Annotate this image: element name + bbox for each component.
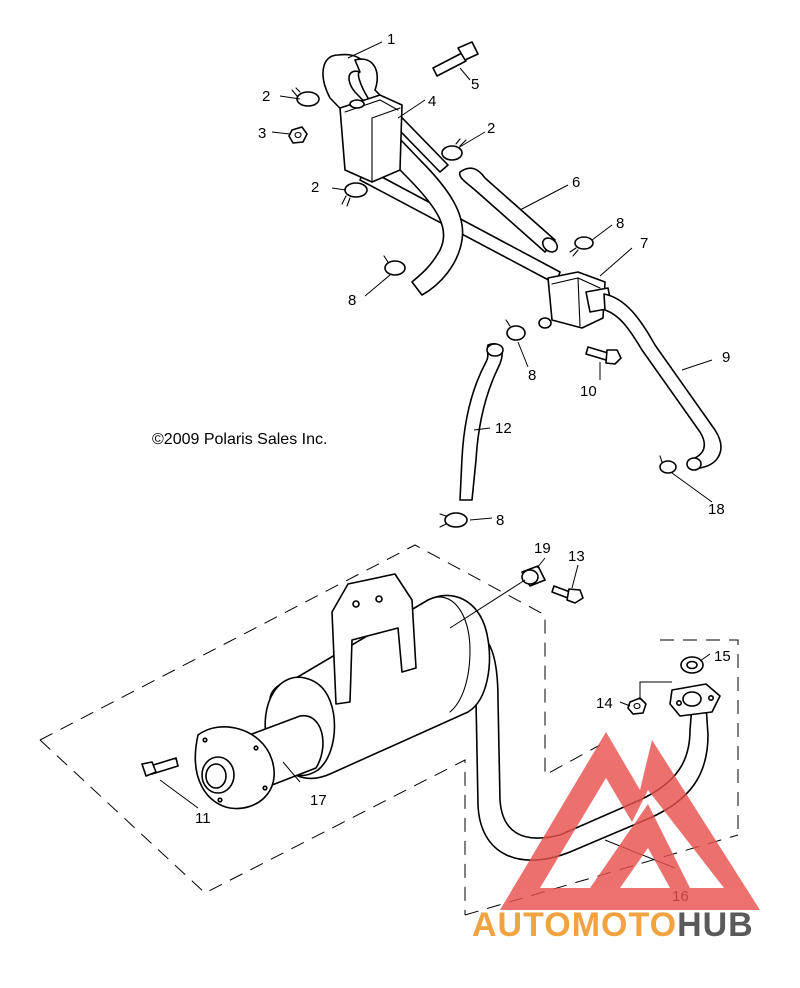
automotohub-watermark-logo: [500, 732, 760, 910]
part-16-head-pipe: [457, 627, 721, 861]
part-12-hose: [459, 343, 504, 501]
part-8-clamp: [569, 236, 594, 257]
part-8-clamp: [505, 319, 526, 341]
callout-8: 8: [616, 215, 624, 232]
callout-4: 4: [428, 93, 436, 110]
callout-7: 7: [640, 235, 648, 252]
callout-9: 9: [722, 349, 730, 366]
watermark-text: AUTOMOTOHUB: [472, 906, 754, 944]
watermark-suffix: HUB: [677, 906, 754, 944]
logo-triangle-inner: [590, 804, 690, 888]
callout-6: 6: [572, 174, 580, 191]
part-7-air-valve: [538, 271, 613, 329]
copyright-notice: ©2009 Polaris Sales Inc.: [152, 431, 327, 448]
part-15-gasket: [680, 656, 704, 674]
callout-8: 8: [528, 367, 536, 384]
part-2-clamp: [291, 87, 320, 107]
watermark-prefix: AUTOMOTO: [472, 906, 677, 944]
part-11-bolt: [141, 757, 179, 777]
callout-2: 2: [487, 120, 495, 137]
part-5-bolt: [432, 41, 479, 77]
callout-19: 19: [534, 540, 551, 557]
callout-5: 5: [471, 76, 479, 93]
part-6-hose: [458, 167, 559, 253]
callout-8: 8: [496, 512, 504, 529]
part-2-clamp: [341, 182, 368, 207]
callout-2: 2: [311, 179, 319, 196]
callout-13: 13: [568, 548, 585, 565]
part-18-clamp: [659, 455, 677, 474]
part-19-bushing: [521, 565, 546, 587]
callout-1: 1: [387, 31, 395, 48]
part-8-clamp: [439, 512, 468, 528]
callout-11: 11: [195, 810, 211, 827]
part-13-bolt: [551, 585, 584, 604]
part-4-valve-housing: [339, 94, 403, 183]
callout-2: 2: [262, 88, 270, 105]
callout-17: 17: [310, 792, 327, 809]
tailpipe-flange: [194, 715, 324, 810]
callout-8: 8: [348, 292, 356, 309]
callout-10: 10: [580, 383, 597, 400]
callout-3: 3: [258, 125, 266, 142]
callout-18: 18: [708, 501, 725, 518]
part-3-nut: [288, 126, 308, 144]
muffler-bracket: [331, 573, 417, 705]
logo-triangle-outer: [500, 732, 760, 910]
part-9-hose: [603, 293, 722, 471]
part-8-clamp: [383, 255, 406, 276]
callout-14: 14: [596, 695, 613, 712]
callout-numbers: 1 2 2 2 3 4 5 6 7 8 8 8 8 9 10 11 12 13 …: [195, 31, 731, 905]
part-14-nut: [627, 697, 647, 715]
part-2-clamp: [441, 138, 467, 161]
callout-15: 15: [714, 648, 731, 665]
part-1-hose: [322, 53, 464, 296]
leader-lines: [159, 41, 713, 869]
part-10-bolt: [585, 346, 622, 365]
callout-12: 12: [495, 420, 512, 437]
